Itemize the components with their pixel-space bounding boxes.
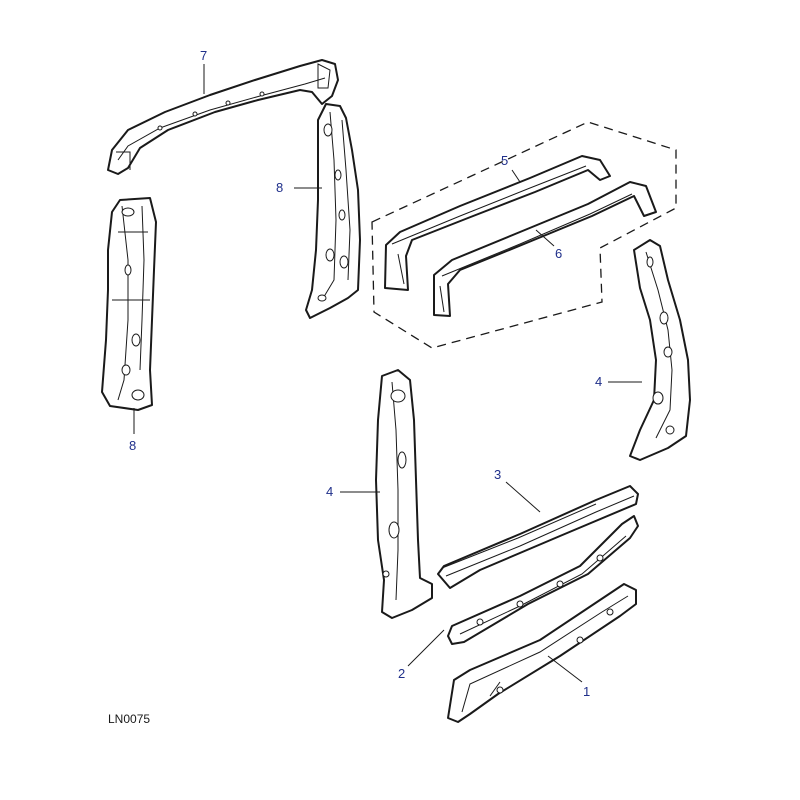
leader-5 <box>511 169 521 183</box>
part-7-roof-header-rail <box>107 59 339 175</box>
callout-8-lower: 8 <box>129 438 136 453</box>
callout-labels: 7 8 8 5 6 4 4 3 2 1 <box>129 48 602 699</box>
leader-1 <box>547 655 583 683</box>
callout-6: 6 <box>555 246 562 261</box>
part-2-sill-reinforcement <box>447 515 639 645</box>
part-4-right-pillar <box>629 239 691 461</box>
callout-5: 5 <box>501 153 508 168</box>
leader-6 <box>535 229 555 247</box>
callout-4-left: 4 <box>326 484 333 499</box>
part-1-sill-inner-member <box>447 583 637 723</box>
callout-1: 1 <box>583 684 590 699</box>
part-5-roof-side-rail <box>384 155 611 291</box>
callout-4-right: 4 <box>595 374 602 389</box>
leader-lines <box>133 64 642 683</box>
part-6-roof-side-rail-inner <box>433 181 657 317</box>
part-8-upper-pillar <box>305 103 361 319</box>
callout-3: 3 <box>494 467 501 482</box>
callout-7: 7 <box>200 48 207 63</box>
part-3-sill-panel <box>437 485 639 589</box>
leader-2 <box>407 629 445 667</box>
leader-3 <box>505 481 541 513</box>
callout-2: 2 <box>398 666 405 681</box>
part-8-lower-pillar <box>101 197 157 411</box>
part-4-left-pillar <box>375 369 433 619</box>
callout-8-upper: 8 <box>276 180 283 195</box>
diagram-reference-code: LN0075 <box>108 712 150 726</box>
